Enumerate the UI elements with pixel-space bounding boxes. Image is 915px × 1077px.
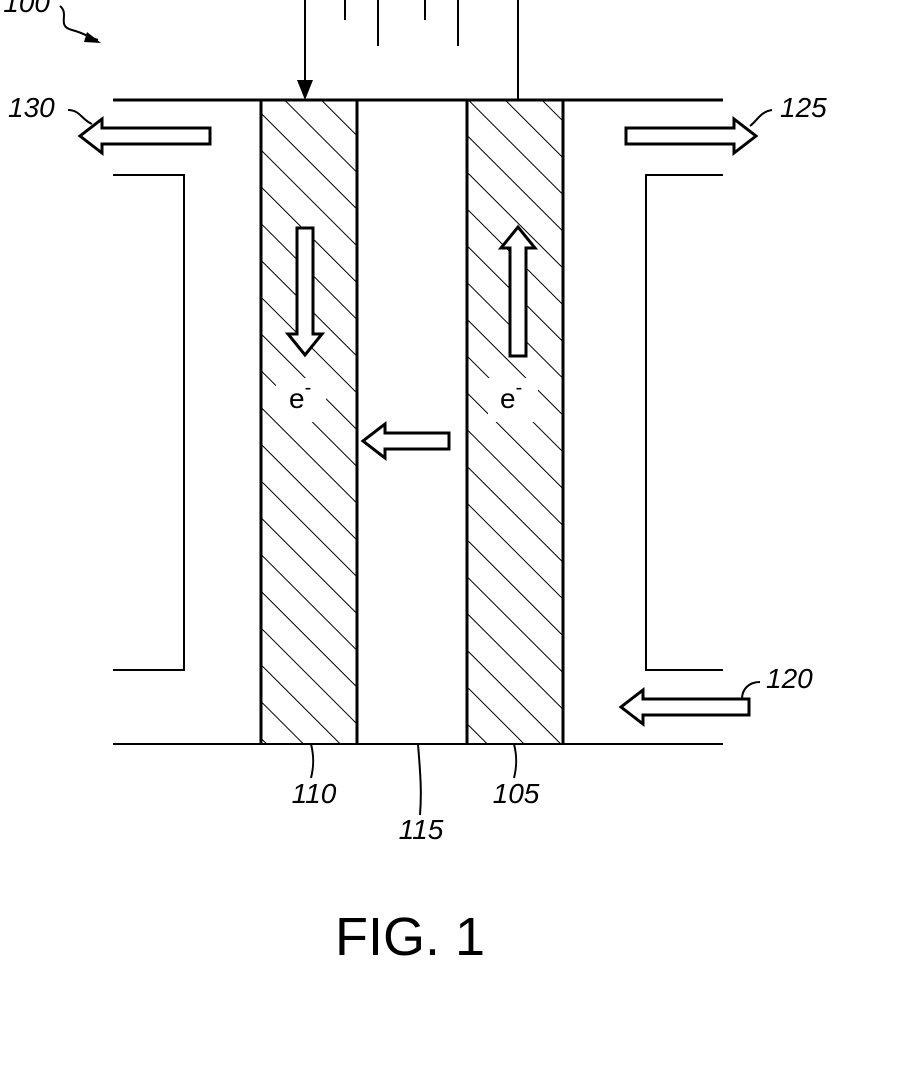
ref-outlet-right: 125 [780, 92, 827, 123]
ref-assembly: 100 [3, 0, 50, 18]
figure-caption: FIG. 1 [335, 907, 485, 967]
external-circuit [297, 0, 518, 100]
right-flow-channel [646, 175, 723, 670]
outlet-right-arrow [626, 119, 756, 153]
inlet-arrow [621, 690, 749, 724]
ion-flow-left-arrow [363, 424, 449, 458]
left-flow-channel [113, 175, 184, 670]
ref-cathode-layer: 110 [292, 778, 337, 809]
ref-inlet: 120 [766, 663, 813, 694]
ref-outlet-left: 130 [8, 92, 55, 123]
ref-anode-layer: 105 [493, 778, 540, 809]
outlet-left-arrow [80, 119, 210, 153]
ref-membrane: 115 [399, 814, 444, 845]
